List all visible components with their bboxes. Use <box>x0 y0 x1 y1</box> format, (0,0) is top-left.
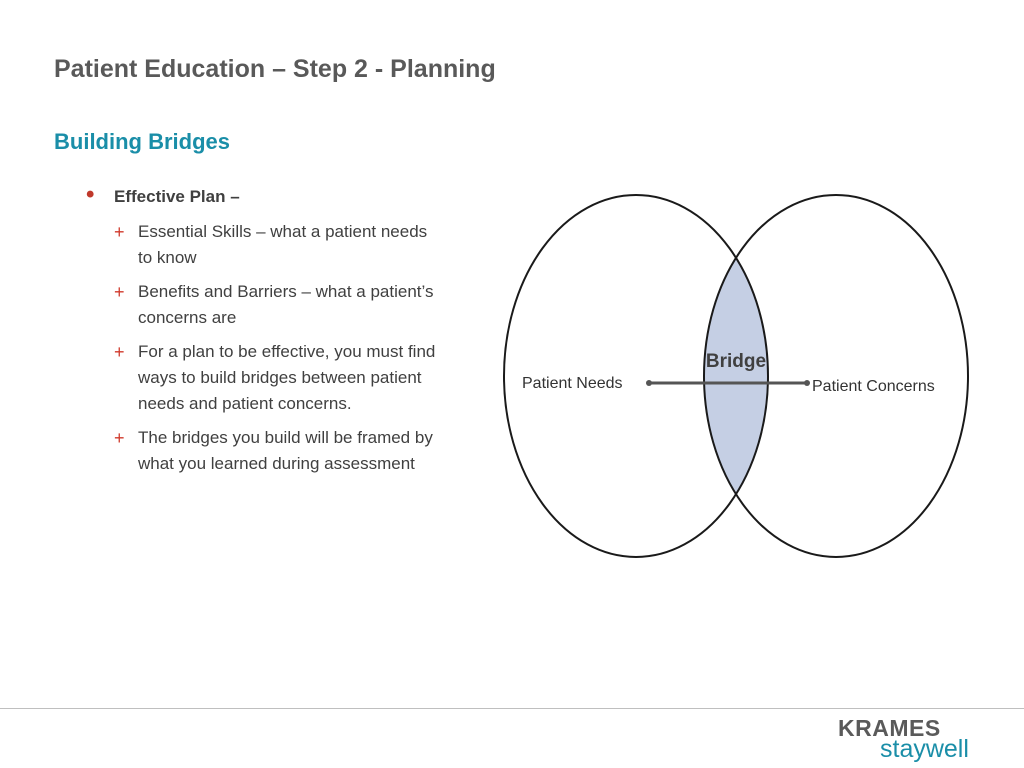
left-label: Patient Needs <box>522 375 623 392</box>
sub-list: + Essential Skills – what a patient need… <box>114 219 446 477</box>
center-label: Bridge <box>706 351 766 372</box>
sub-item-text: For a plan to be effective, you must fin… <box>138 342 436 413</box>
plus-icon: + <box>114 282 125 302</box>
bridge-end-left <box>646 380 652 386</box>
bullet-text: Effective Plan – <box>114 187 240 206</box>
bridge-overlap-region <box>704 195 768 557</box>
patient-needs-circle <box>503 194 769 558</box>
sub-item-text: Essential Skills – what a patient needs … <box>138 222 428 267</box>
plus-icon: + <box>114 342 125 362</box>
bullet-list: • Effective Plan – + Essential Skills – … <box>86 181 446 485</box>
bullet-dot-icon: • <box>86 181 95 208</box>
plus-icon: + <box>114 428 125 448</box>
venn-diagram: Patient Needs Patient Concerns Bridge <box>503 194 969 558</box>
sub-item: + Benefits and Barriers – what a patient… <box>114 279 446 331</box>
footer-divider <box>0 708 1024 709</box>
bullet-item: • Effective Plan – <box>86 181 446 209</box>
bridge-end-right <box>804 380 810 386</box>
logo-bottom-text: staywell <box>880 735 969 763</box>
plus-icon: + <box>114 222 125 242</box>
sub-item: + For a plan to be effective, you must f… <box>114 339 446 417</box>
slide-title: Patient Education – Step 2 - Planning <box>54 55 496 83</box>
sub-item: + The bridges you build will be framed b… <box>114 425 446 477</box>
right-label: Patient Concerns <box>812 378 935 395</box>
krames-staywell-logo: KRAMES staywell <box>838 715 978 765</box>
patient-concerns-circle <box>703 194 969 558</box>
logo-top-text: KRAMES <box>838 715 941 741</box>
sub-item-text: Benefits and Barriers – what a patient’s… <box>138 282 434 327</box>
slide-subtitle: Building Bridges <box>54 129 230 154</box>
sub-item: + Essential Skills – what a patient need… <box>114 219 446 271</box>
sub-item-text: The bridges you build will be framed by … <box>138 428 433 473</box>
